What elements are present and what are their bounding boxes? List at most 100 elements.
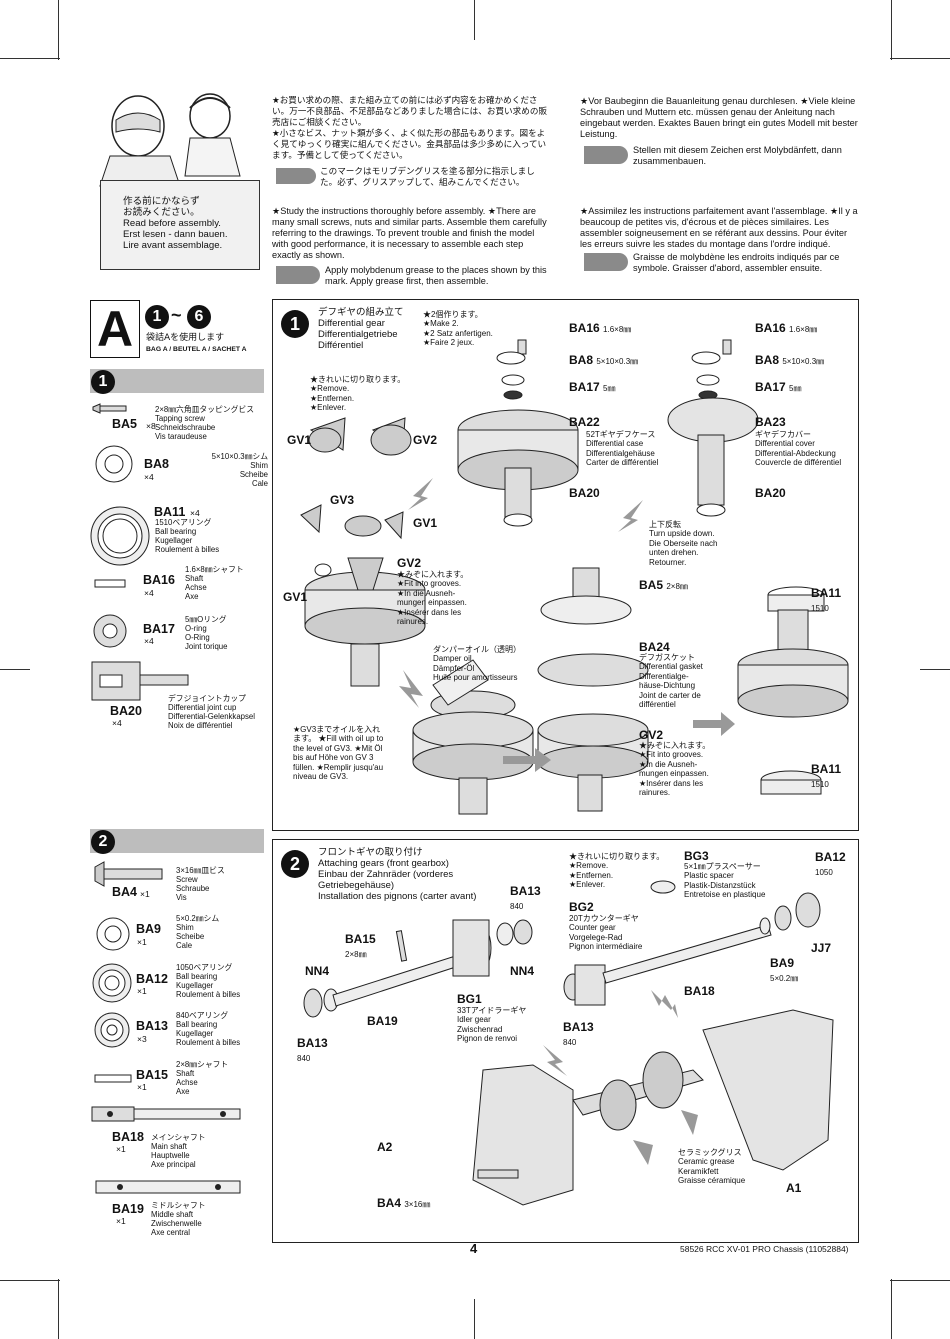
mechanics-illustration [99, 93, 241, 187]
shim-icon [95, 445, 133, 483]
part-desc-ba9: 5×0.2㎜シム Shim Scheibe Cale [176, 914, 220, 950]
bag-range-tilde: ~ [171, 305, 182, 325]
label-ba20-right: BA20 [755, 486, 786, 500]
part-desc-ba20: デフジョイントカップ Differential joint cup Differ… [168, 694, 255, 730]
step1-number-badge: 1 [91, 370, 115, 394]
label-gv2-top: GV2 [413, 433, 438, 447]
step1-remove: ★きれいに切り取ります。 ★Remove. ★Entfernen. ★Enlev… [310, 375, 406, 413]
label-ba18: BA18 [684, 984, 715, 998]
part-qty-ba17: ×4 [144, 636, 154, 646]
bearing-icon-2 [92, 963, 132, 1003]
part-code-ba5: BA5 [112, 417, 138, 431]
step1-assembly-panel: 1 デフギヤの組み立て Differential gear Differenti… [272, 299, 859, 831]
step2-title: フロントギヤの取り付け Attaching gears (front gearb… [318, 847, 477, 902]
part-qty-ba13: ×3 [137, 1034, 147, 1044]
grease-mark-jp [276, 168, 316, 184]
grease-mark-de [584, 146, 628, 164]
part-desc-ba18: メインシャフト Main shaft Hauptwelle Axe princi… [151, 1133, 206, 1169]
step1-make2: ★2個作ります。 ★Make 2. ★2 Satz anfertigen. ★F… [423, 310, 493, 348]
step1-part-bar [90, 369, 264, 393]
part-desc-ba5: 2×8㎜六角皿タッピングビス Tapping screw Schneidschr… [155, 405, 254, 441]
step2-grease-desc: セラミックグリス Ceramic grease Keramikfett Grai… [678, 1148, 746, 1186]
step2-assembly-panel: 2 フロントギヤの取り付け Attaching gears (front gea… [272, 839, 859, 1243]
middle-shaft-icon [95, 1180, 241, 1194]
part-code-ba8: BA8 [144, 457, 170, 471]
sign-text: 作る前にかならず お読みください。 Read before assembly. … [123, 196, 228, 251]
label-gv1-bottom: GV1 [283, 590, 308, 604]
step2-bg2-desc: 20Tカウンターギヤ Counter gear Vorgelege-Rad Pi… [569, 914, 643, 952]
part-code-ba20: BA20 [110, 704, 142, 718]
part-qty-ba11: ×4 [190, 508, 200, 518]
header-illustration [80, 86, 270, 266]
header-jp-grease: このマークはモリブデングリスを塗る部分に指示しました。必ず、グリスアップして、組… [320, 167, 535, 188]
bag-letter: A [96, 301, 134, 357]
label-ba22: BA22 [569, 415, 600, 429]
label-ba16-right: BA16 1.6×8㎜ [755, 321, 818, 335]
step1-title: デフギヤの組み立て Differential gear Differential… [318, 307, 404, 351]
grease-mark-en [276, 266, 320, 284]
part-qty-ba12: ×1 [137, 986, 147, 996]
step2-bg3-desc: 5×1㎜プラスペーサー Plastic spacer Plastik-Dista… [684, 862, 766, 900]
bag-sub: BAG A / BEUTEL A / SACHET A [146, 346, 247, 353]
bag-range: 1 ~ 6 [143, 305, 263, 331]
part-qty-ba5: ×8 [146, 421, 156, 431]
label-gv2-mid: GV2 [397, 556, 422, 570]
step1-upside: 上下反転 Turn upside down. Die Oberseite nac… [649, 520, 718, 567]
part-desc-ba4: 3×16㎜皿ビス Screw Schraube Vis [176, 866, 225, 902]
part-desc-ba19: ミドルシャフト Middle shaft Zwischenwelle Axe c… [151, 1201, 206, 1237]
step1-panel-badge: 1 [281, 310, 309, 338]
header-jp-text: ★お買い求めの際、また組み立ての前には必ず内容をお確かめください。万一不良部品、… [272, 96, 548, 161]
main-shaft-icon [91, 1106, 241, 1122]
label-a2: A2 [377, 1140, 393, 1154]
header-de-text: ★Vor Baubeginn die Bauanleitung genau du… [580, 96, 858, 139]
part-code-ba9: BA9 [136, 922, 162, 936]
step1-oil: ダンパーオイル（透明） Damper oil Dämpfer-Öl Huile … [433, 645, 521, 683]
assembly-arrows [399, 478, 735, 772]
header-fr-text: ★Assimilez les instructions parfaitement… [580, 206, 858, 249]
part-qty-ba4: ×1 [140, 889, 150, 899]
part-qty-ba20: ×4 [112, 718, 122, 728]
shaft-icon-2 [94, 1074, 132, 1083]
gv1-gears [300, 417, 412, 591]
flat-screw-icon [94, 861, 163, 887]
header-de-grease: Stellen mit diesem Zeichen erst Molybdän… [633, 145, 842, 166]
read-before-sign: 作る前にかならず お読みください。 Read before assembly. … [100, 180, 260, 270]
header-en-text: ★Study the instructions thoroughly befor… [272, 206, 547, 260]
part-code-ba11: BA11 [154, 505, 186, 519]
gear-case-center [457, 339, 579, 527]
label-ba16-left: BA16 1.6×8㎜ [569, 321, 632, 335]
shaft-icon [94, 579, 126, 588]
label-gv2-lower: GV2 [639, 728, 664, 742]
step2-panel-badge: 2 [281, 850, 309, 878]
label-ba23: BA23 [755, 415, 786, 429]
part-qty-ba18: ×1 [116, 1144, 126, 1154]
step2-number-badge: 2 [91, 830, 115, 854]
part-code-ba15: BA15 [136, 1068, 168, 1082]
o-ring-icon [93, 614, 127, 648]
gear-case-lower-left [412, 659, 534, 815]
part-qty-ba16: ×4 [144, 588, 154, 598]
footer-ref: 58526 RCC XV-01 PRO Chassis (11052884) [680, 1244, 849, 1254]
label-nn4-left: NN4 [305, 964, 330, 978]
assembly-arrows-2 [543, 990, 698, 1165]
gear-case-right-cover [667, 339, 759, 517]
part-qty-ba15: ×1 [137, 1082, 147, 1092]
part-code-ba18: BA18 [112, 1130, 144, 1144]
part-qty-ba8: ×4 [144, 472, 154, 482]
gear-case-far-right [737, 586, 849, 795]
label-ba8-right: BA8 5×10×0.3㎜ [755, 353, 825, 367]
step2-bg1-desc: 33Tアイドラーギヤ Idler gear Zwischenrad Pignon… [457, 1006, 527, 1044]
part-qty-ba9: ×1 [137, 937, 147, 947]
label-gv1-right: GV1 [413, 516, 438, 530]
part-desc-ba8: 5×10×0.3㎜シム Shim Scheibe Cale [211, 452, 268, 488]
header-fr-grease: Graisse de molybdène les endroits indiqu… [633, 252, 840, 273]
part-qty-ba19: ×1 [116, 1216, 126, 1226]
label-bg2: BG2 [569, 900, 594, 914]
step1-fit2: ★みぞに入れます。 ★Fit into grooves. ★In die Aus… [639, 741, 711, 798]
label-ba5: BA5 2×8㎜ [639, 578, 688, 592]
